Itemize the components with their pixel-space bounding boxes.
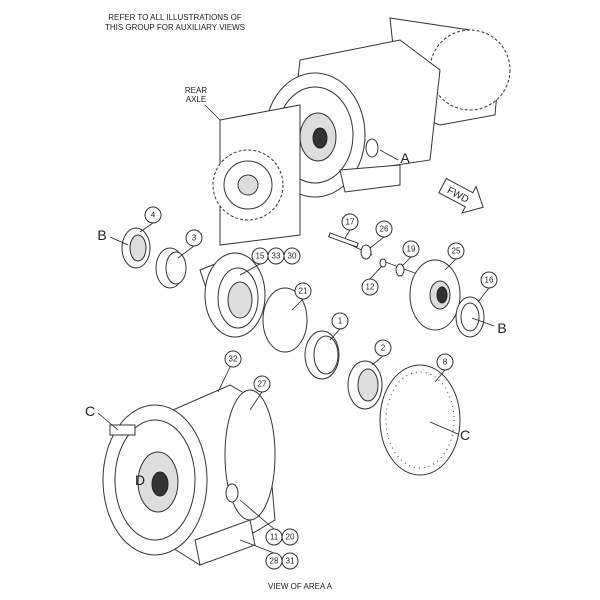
callout-label: 2 xyxy=(381,344,386,353)
callout-1[interactable]: 1 xyxy=(331,312,349,330)
view-letter-a: A xyxy=(400,150,410,166)
callout-label: 26 xyxy=(380,225,389,234)
callout-label: 21 xyxy=(299,287,308,296)
callout-label: 25 xyxy=(452,247,461,256)
callout-label: 8 xyxy=(443,358,448,367)
callout-label: 30 xyxy=(288,252,297,261)
callout-label: 12 xyxy=(366,283,375,292)
callout-12[interactable]: 12 xyxy=(361,278,379,296)
callout-15[interactable]: 15 xyxy=(251,247,269,265)
part-8-bolt-holes xyxy=(385,371,455,469)
callout-21[interactable]: 21 xyxy=(294,282,312,300)
callout-label: 3 xyxy=(192,234,197,243)
rear-axle-label2: AXLE xyxy=(186,95,206,104)
callout-label: 32 xyxy=(229,355,238,364)
callout-3[interactable]: 3 xyxy=(185,229,203,247)
part-15-hub xyxy=(199,252,266,338)
callout-16[interactable]: 16 xyxy=(480,271,498,289)
part-32-leader xyxy=(217,366,231,393)
view-letter-b-right: B xyxy=(497,320,506,336)
callout-20[interactable]: 20 xyxy=(281,528,299,546)
callout-label: 16 xyxy=(485,276,494,285)
part-26 xyxy=(360,244,372,260)
part-4 xyxy=(121,227,151,269)
callout-label: 1 xyxy=(338,317,343,326)
callouts: 4 3 15 33 30 21 1 2 8 17 26 19 12 25 16 … xyxy=(144,206,498,570)
view-letter-c-left: C xyxy=(85,403,95,419)
callout-label: 17 xyxy=(346,218,355,227)
fwd-arrow-icon: FWD xyxy=(438,177,484,214)
part-17-bolt xyxy=(327,232,359,248)
part-21-oring xyxy=(262,287,308,353)
callout-2[interactable]: 2 xyxy=(374,339,392,357)
callout-28[interactable]: 28 xyxy=(265,552,283,570)
callout-4[interactable]: 4 xyxy=(144,206,162,224)
callout-33[interactable]: 33 xyxy=(267,247,285,265)
shaft-stub xyxy=(109,424,136,436)
part-2 xyxy=(347,360,383,410)
part-25 xyxy=(409,259,461,331)
callout-17[interactable]: 17 xyxy=(341,213,359,231)
callout-25[interactable]: 25 xyxy=(447,242,465,260)
lower-housing xyxy=(102,384,276,566)
callout-19[interactable]: 19 xyxy=(402,240,420,258)
view-letter-c-right: C xyxy=(460,427,470,443)
axle-assembly xyxy=(212,17,511,246)
callout-leaders xyxy=(139,222,490,554)
callout-label: 28 xyxy=(270,557,279,566)
callout-label: 19 xyxy=(407,245,416,254)
part-16 xyxy=(455,296,485,338)
part-1 xyxy=(304,330,340,380)
callout-30[interactable]: 30 xyxy=(283,247,301,265)
callout-32[interactable]: 32 xyxy=(224,350,242,368)
part-12 xyxy=(379,258,387,268)
callout-26[interactable]: 26 xyxy=(375,220,393,238)
callout-31[interactable]: 31 xyxy=(281,552,299,570)
callout-label: 27 xyxy=(258,380,267,389)
view-letter-b-left: B xyxy=(97,227,106,243)
callout-27[interactable]: 27 xyxy=(253,375,271,393)
rear-axle-leader xyxy=(204,104,223,123)
view-letter-d: D xyxy=(135,472,145,488)
part-3 xyxy=(155,247,187,289)
view-caption: VIEW OF AREA A xyxy=(268,582,333,591)
callout-label: 4 xyxy=(151,211,156,220)
callout-label: 20 xyxy=(286,533,295,542)
callout-11[interactable]: 11 xyxy=(265,528,283,546)
callout-label: 11 xyxy=(270,533,279,542)
note-line1: REFER TO ALL ILLUSTRATIONS OF xyxy=(108,13,242,22)
callout-label: 33 xyxy=(272,252,281,261)
callout-8[interactable]: 8 xyxy=(436,353,454,371)
callout-label: 31 xyxy=(286,557,295,566)
callout-label: 15 xyxy=(256,252,265,261)
rear-axle-label1: REAR xyxy=(185,86,207,95)
note-line2: THIS GROUP FOR AUXILIARY VIEWS xyxy=(105,23,245,32)
part-19 xyxy=(395,263,405,277)
view-letter-leaders xyxy=(97,149,495,435)
